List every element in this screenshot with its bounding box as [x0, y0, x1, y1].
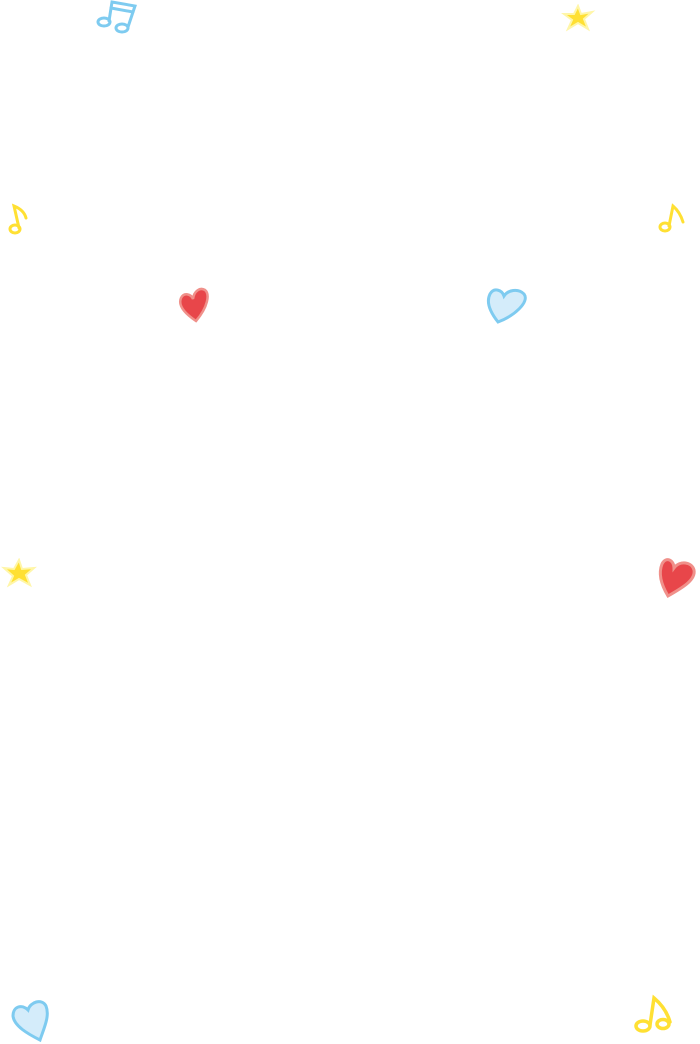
heart-icon [658, 558, 696, 599]
star-icon [561, 4, 596, 32]
heart-outline-icon [11, 1000, 49, 1043]
music-note-icon [8, 203, 28, 235]
heart-outline-icon [486, 288, 527, 324]
music-note-icon [634, 994, 672, 1033]
star-icon [1, 558, 37, 588]
music-note-icon [658, 203, 685, 233]
heart-icon [179, 287, 209, 323]
beamed-notes-icon [96, 0, 137, 34]
